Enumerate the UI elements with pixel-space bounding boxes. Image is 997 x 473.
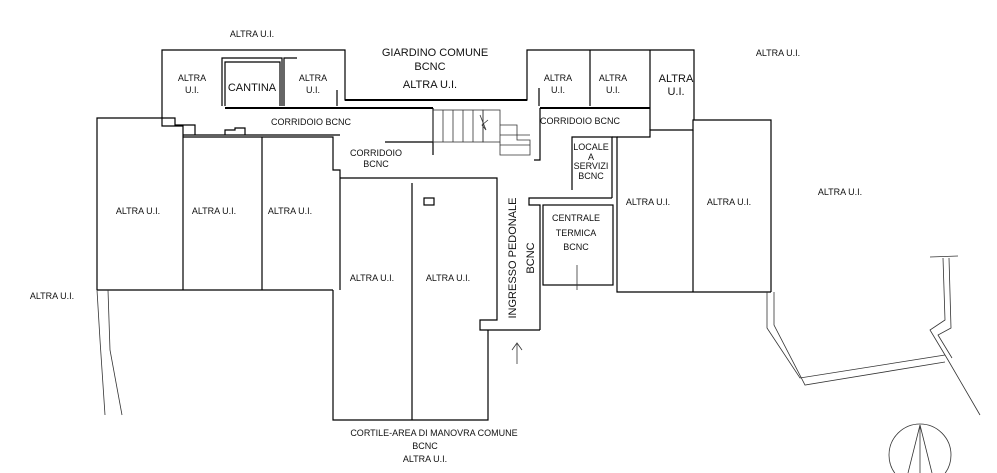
- labels: ALTRA U.I. GIARDINO COMUNE BCNC ALTRA U.…: [30, 29, 862, 464]
- label: ALTRA U.I.: [403, 79, 457, 91]
- label: ALTRA U.I.: [30, 291, 74, 301]
- label: ALTRA U.I.: [350, 273, 394, 283]
- label: ALTRA U.I.: [268, 206, 312, 216]
- label: BCNC: [563, 242, 589, 252]
- label: BCNC: [578, 171, 604, 181]
- walls: [96, 49, 981, 421]
- label: BCNC: [412, 441, 438, 451]
- label: ALTRA: [659, 73, 694, 85]
- label: CANTINA: [228, 82, 277, 94]
- label: ALTRA: [599, 73, 627, 83]
- label: ALTRA U.I.: [818, 187, 862, 197]
- label: ALTRA U.I.: [426, 273, 470, 283]
- label: SERVIZI: [574, 161, 609, 171]
- label: CORRIDOIO BCNC: [271, 117, 352, 127]
- label: BCNC: [414, 61, 445, 73]
- label: TERMICA: [556, 228, 597, 238]
- label: LOCALE: [573, 142, 609, 152]
- label: U.I.: [185, 85, 199, 95]
- label: U.I.: [551, 85, 565, 95]
- label: ALTRA U.I.: [756, 48, 800, 58]
- label: ALTRA U.I.: [707, 197, 751, 207]
- north-compass-icon: [888, 423, 952, 473]
- entrance-arrow-icon: [511, 342, 523, 364]
- label: CORRIDOIO: [350, 148, 402, 158]
- label: ALTRA: [299, 73, 327, 83]
- label: ALTRA: [178, 73, 206, 83]
- label: A: [588, 152, 594, 162]
- label: INGRESSO PEDONALE: [507, 197, 519, 318]
- label: ALTRA U.I.: [403, 454, 447, 464]
- label: U.I.: [306, 85, 320, 95]
- label: ALTRA: [544, 73, 572, 83]
- label: CORTILE-AREA DI MANOVRA COMUNE: [350, 428, 517, 438]
- label: ALTRA U.I.: [192, 206, 236, 216]
- label: BCNC: [363, 159, 389, 169]
- label: GIARDINO COMUNE: [382, 47, 488, 59]
- label: U.I.: [606, 85, 620, 95]
- label: U.I.: [667, 86, 684, 98]
- label: BCNC: [525, 242, 537, 273]
- label: CORRIDOIO BCNC: [540, 116, 621, 126]
- label: CENTRALE: [552, 213, 600, 223]
- label: ALTRA U.I.: [116, 206, 160, 216]
- label: ALTRA U.I.: [626, 197, 670, 207]
- label: ALTRA U.I.: [230, 29, 274, 39]
